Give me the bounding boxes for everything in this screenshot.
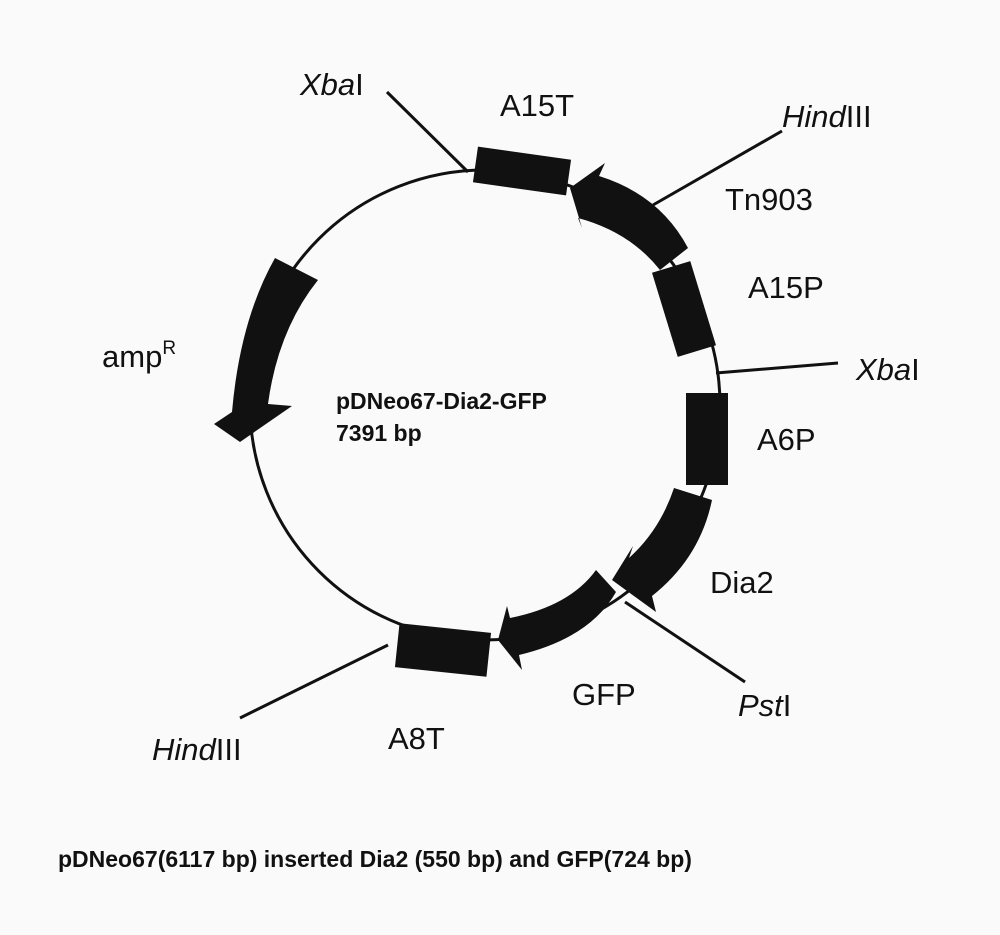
- gfp-label: GFP: [572, 677, 636, 712]
- a15t-label: A15T: [500, 88, 574, 123]
- xbai-right-label: XbaI: [855, 352, 920, 387]
- xbai-top-line: [385, 90, 470, 174]
- tn903-label: Tn903: [725, 182, 813, 217]
- tn903-arrow: [570, 163, 688, 270]
- hindiii-bottom-italic: Hind: [152, 732, 218, 767]
- figure-caption: pDNeo67(6117 bp) inserted Dia2 (550 bp) …: [58, 846, 692, 872]
- gfp-arrow: [498, 570, 616, 670]
- ampr-superscript: R: [162, 338, 176, 359]
- dia2-label: Dia2: [710, 565, 774, 600]
- a15p-label: A15P: [748, 270, 824, 305]
- a15p-block: [652, 261, 716, 357]
- xbai-right-line: [715, 361, 839, 375]
- a8t-block: [394, 623, 492, 677]
- hindiii-top-label: HindIII: [782, 99, 872, 134]
- hindiii-bottom-roman: III: [216, 732, 242, 767]
- hindiii-top-line: [652, 129, 783, 207]
- dia2-arrow: [612, 488, 712, 612]
- hindiii-top-roman: III: [846, 99, 872, 134]
- a8t-label: A8T: [388, 721, 445, 756]
- xbai-top-italic: Xba: [299, 67, 355, 102]
- plasmid-name: pDNeo67-Dia2-GFP: [336, 388, 547, 414]
- ampr-base: amp: [102, 339, 162, 374]
- ampr-arrow: [214, 258, 318, 442]
- psti-roman: I: [783, 688, 792, 723]
- hindiii-bottom-label: HindIII: [152, 732, 242, 767]
- xbai-top-label: XbaI: [299, 67, 364, 102]
- xbai-right-italic: Xba: [855, 352, 911, 387]
- hindiii-top-italic: Hind: [782, 99, 848, 134]
- a6p-label: A6P: [757, 422, 816, 457]
- xbai-right-roman: I: [911, 352, 920, 387]
- xbai-top-roman: I: [355, 67, 364, 102]
- psti-line: [624, 600, 746, 684]
- ampr-label: ampR: [102, 338, 176, 374]
- plasmid-size: 7391 bp: [336, 420, 422, 446]
- hindiii-bottom-line: [239, 643, 389, 720]
- psti-italic: Pst: [738, 688, 784, 723]
- a15t-block: [472, 146, 572, 196]
- psti-label: PstI: [738, 688, 791, 723]
- a6p-block: [686, 393, 728, 485]
